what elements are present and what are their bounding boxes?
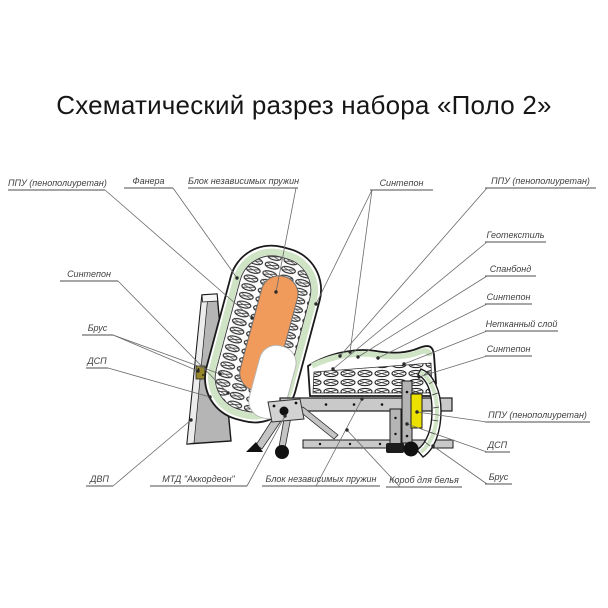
leader-line: [107, 367, 211, 398]
page-title: Схематический разрез набора «Поло 2»: [56, 90, 552, 120]
caster-wheel: [403, 441, 419, 457]
leader-dot: [356, 355, 360, 359]
leader-line: [416, 411, 488, 423]
label-brus-right: Брус: [488, 472, 509, 482]
leader-line: [112, 334, 199, 372]
leader-line: [346, 429, 401, 488]
leader-dot: [283, 414, 287, 418]
label-fanera: Фанера: [132, 176, 165, 186]
leader-line: [403, 330, 488, 365]
leader-dot: [314, 302, 318, 306]
label-brus-left: Брус: [87, 323, 108, 333]
leader-line: [112, 419, 192, 487]
leader-line: [377, 303, 488, 359]
leader-line: [246, 415, 286, 487]
label-mgd: МТД "Аккордеон": [162, 474, 235, 484]
leader-line: [104, 189, 253, 319]
front-foot: [246, 442, 263, 452]
label-spanbond: Спанбонд: [489, 264, 532, 274]
leader-dot: [348, 350, 352, 354]
seat-cushion: [307, 345, 437, 397]
leader-dot: [402, 362, 406, 366]
leader-dot: [415, 410, 419, 414]
label-ppu-top-left: ППУ (пенополиуретан): [8, 178, 107, 188]
leader-line: [406, 423, 488, 453]
leader-dot: [250, 316, 254, 320]
caster-wheel: [275, 445, 289, 459]
leader-line: [315, 189, 373, 305]
backrest-cushion: [204, 244, 322, 424]
leader-line: [418, 355, 488, 378]
leader-dot: [360, 397, 364, 401]
leader-dot: [345, 428, 349, 432]
leader-line: [432, 445, 488, 485]
leader-dot: [338, 354, 342, 358]
fold-mechanism: [246, 398, 339, 459]
label-ppu-top-right: ППУ (пенополиуретан): [491, 176, 590, 186]
laundry-box-rail: [302, 439, 454, 449]
leader-lines: [8, 187, 596, 488]
label-blok-top: Блок независимых пружин: [188, 176, 300, 186]
label-ppu-right: ППУ (пенополиуретан): [488, 410, 587, 420]
leader-dot: [226, 391, 230, 395]
leader-line: [332, 241, 488, 370]
leader-dot: [218, 372, 222, 376]
rear-leg: [389, 408, 402, 446]
leader-line: [275, 187, 297, 293]
leader-dot: [196, 369, 200, 373]
leader-line: [357, 275, 488, 358]
leader-dot: [189, 418, 193, 422]
leader-dot: [417, 375, 421, 379]
leader-line: [112, 334, 221, 375]
label-sintepon-r1: Синтепон: [486, 292, 531, 302]
leader-dot: [235, 276, 239, 280]
leader-dot: [331, 367, 335, 371]
label-netkannyi: Нетканный слой: [485, 319, 558, 329]
label-dvp: ДВП: [90, 474, 109, 484]
leader-line: [315, 398, 363, 487]
leader-line: [339, 187, 488, 357]
leader-dot: [431, 444, 435, 448]
label-sintepon-top: Синтепон: [379, 178, 424, 188]
leader-line: [172, 187, 238, 279]
leader-line: [349, 189, 373, 353]
label-sintepon-left: Синтепон: [67, 269, 111, 279]
label-geotextil: Геотекстиль: [486, 230, 545, 240]
leg-foot: [386, 443, 404, 453]
label-dsp-left: ДСП: [87, 356, 107, 366]
leader-dot: [208, 395, 212, 399]
leader-line: [117, 280, 229, 394]
leader-dot: [376, 356, 380, 360]
label-sintepon-r2: Синтепон: [486, 344, 531, 354]
mechanism-pivot: [279, 406, 289, 416]
label-dsp-right: ДСП: [487, 440, 508, 450]
label-korob: Короб для белья: [389, 475, 459, 485]
label-blok-bottom: Блок независимых пружин: [265, 474, 377, 484]
leader-dot: [405, 422, 409, 426]
leader-dot: [274, 290, 278, 294]
